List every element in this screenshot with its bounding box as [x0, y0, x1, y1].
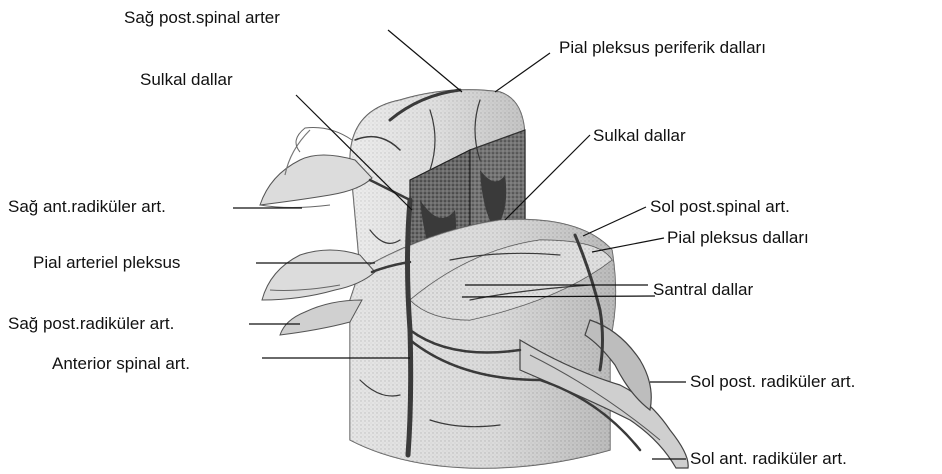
label-sol-ant-radikuler: Sol ant. radiküler art.	[690, 449, 847, 469]
label-anterior-spinal: Anterior spinal art.	[52, 354, 190, 374]
lower-cord-segment	[350, 219, 616, 468]
label-sag-ant-radikuler: Sağ ant.radiküler art.	[8, 197, 166, 217]
label-sulkal-dallar-left: Sulkal dallar	[140, 70, 233, 90]
leader-pial-periferik	[495, 53, 550, 92]
label-sol-post-spinal: Sol post.spinal art.	[650, 197, 790, 217]
label-pial-pleksus-dallari: Pial pleksus dalları	[667, 228, 809, 248]
label-santral-dallar: Santral dallar	[653, 280, 753, 300]
leader-sol-post-spinal	[583, 207, 646, 236]
label-sulkal-dallar-right: Sulkal dallar	[593, 126, 686, 146]
label-pial-pleksus-periferik: Pial pleksus periferik dalları	[559, 38, 766, 58]
label-sag-post-radikuler: Sağ post.radiküler art.	[8, 314, 174, 334]
label-pial-arteriel-pleksus: Pial arteriel pleksus	[33, 253, 180, 273]
label-sol-post-radikuler: Sol post. radiküler art.	[690, 372, 855, 392]
anterior-spinal-artery	[408, 200, 411, 455]
label-sag-post-spinal-arter: Sağ post.spinal arter	[124, 8, 280, 28]
leader-sag-post-spinal	[388, 30, 462, 92]
